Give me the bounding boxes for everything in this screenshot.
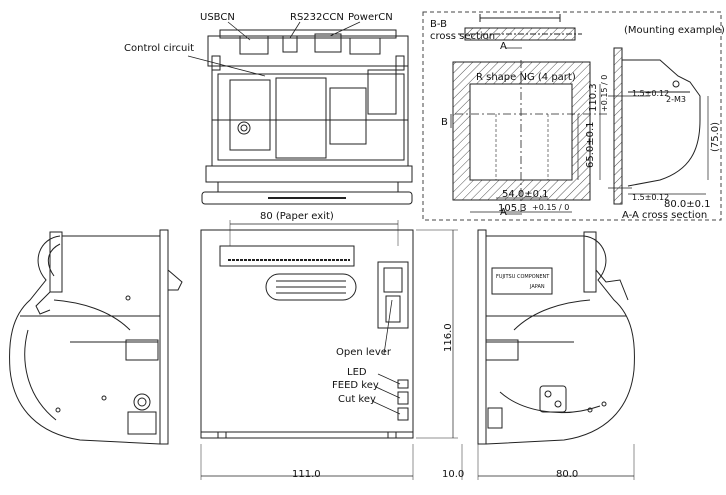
dim-110-3: 110.3 (588, 83, 599, 112)
open-lever-label: Open lever (336, 347, 391, 358)
paper-exit-dim: 80 (Paper exit) (260, 211, 334, 222)
feed-key-label: FEED key (332, 380, 379, 391)
dim-80-tol: 80.0±0.1 (664, 199, 711, 210)
section-b-marker: B (441, 117, 448, 128)
r-shape-note: R shape NG (4 part) (476, 72, 576, 83)
usb-connector-label: USBCN (200, 12, 235, 23)
dim-54: 54.0±0.1 (502, 189, 549, 200)
control-circuit-label: Control circuit (124, 43, 195, 54)
cut-key (397, 407, 409, 421)
dim-1-5-bottom: 1.5±0.12 (632, 193, 670, 202)
dim-80: 80.0 (556, 469, 579, 480)
front-view-leaders (371, 299, 401, 415)
rs232-connector (282, 35, 298, 53)
aa-cross-section-label: A-A cross section (622, 210, 708, 221)
cross-section-label: cross section (430, 31, 496, 42)
section-a-marker-top: A (500, 41, 507, 52)
dim-75: (75.0) (710, 121, 721, 152)
right-side-view (461, 229, 635, 480)
usb-connector (239, 35, 269, 55)
mounting-example-title: (Mounting example) (624, 25, 725, 36)
left-side-view (9, 229, 183, 445)
top-view (201, 29, 413, 205)
dim-10: 10.0 (442, 469, 465, 480)
led-label: LED (347, 367, 367, 378)
top-view-leaders (187, 21, 361, 77)
panel-cutout (450, 47, 610, 215)
dim-116: 116.0 (443, 323, 454, 352)
dim-105-3-tolerance: +0.15 / 0 (532, 203, 570, 212)
power-connector (314, 33, 342, 53)
dim-105-3: 105.3 (498, 203, 527, 214)
dim-110-3-tolerance: +0.15 / 0 (600, 74, 609, 112)
dim-111: 111.0 (292, 469, 321, 480)
screw-2-m3: 2-M3 (666, 95, 686, 104)
bb-label: B-B (430, 19, 447, 30)
label-plate-line1: FUJITSU COMPONENT (496, 274, 550, 280)
label-plate (491, 267, 553, 295)
power-connector-label: PowerCN (348, 12, 393, 23)
led-indicator (397, 379, 409, 389)
dim-65: 65.0±0.1 (585, 121, 596, 168)
section-a-marker-bottom: A (500, 207, 507, 218)
feed-key (397, 391, 409, 405)
bb-cross-section (458, 14, 582, 41)
cut-key-label: Cut key (338, 394, 376, 405)
dim-1-5-top: 1.5±0.12 (632, 89, 670, 98)
rs232-connector-label: RS232CCN (290, 12, 344, 23)
mounting-example-frame (422, 11, 722, 221)
aa-cross-section (608, 47, 709, 205)
label-plate-line2: JAPAN (530, 284, 545, 290)
front-view (200, 220, 458, 480)
